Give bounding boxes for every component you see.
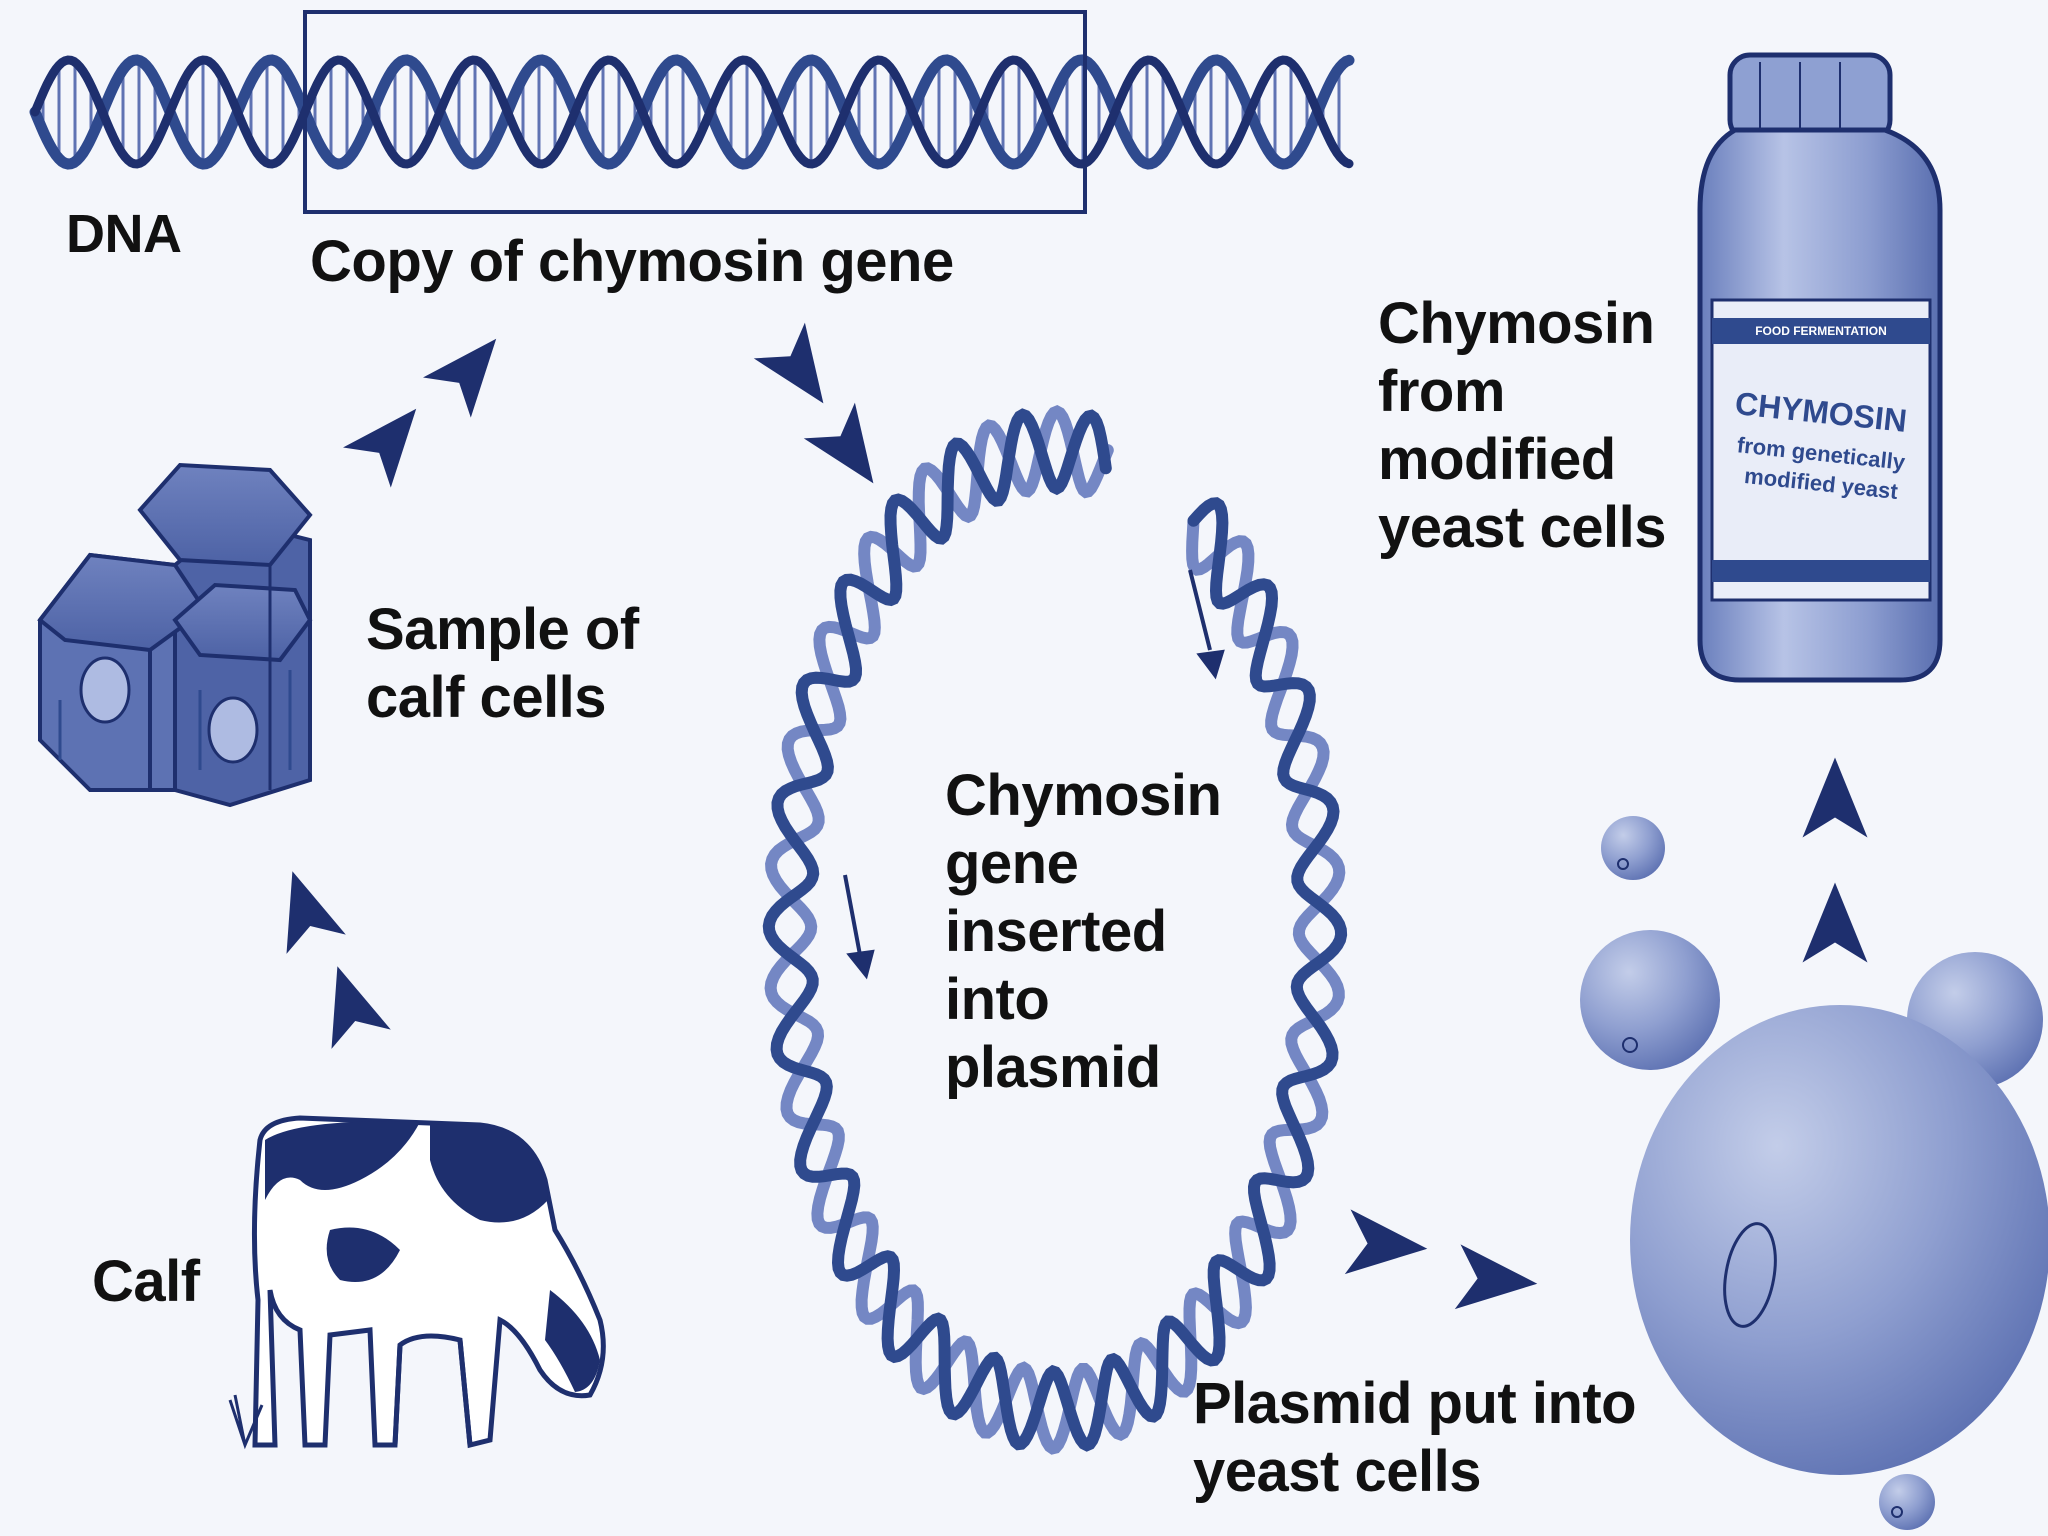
label-copy-of-chymosin-gene: Copy of chymosin gene bbox=[310, 229, 954, 294]
label-plasmid-line-2: yeast cells bbox=[1193, 1439, 1481, 1504]
label-product-line-3: modified bbox=[1378, 427, 1616, 492]
calf-illustration bbox=[228, 1115, 606, 1450]
chymosin-bottle bbox=[1697, 52, 1943, 683]
label-plasmid-line-1: Plasmid put into bbox=[1193, 1371, 1637, 1436]
label-inserted-line-3: inserted bbox=[945, 899, 1167, 964]
gene-highlight-box bbox=[303, 10, 1087, 214]
label-sample-line-1: Sample of bbox=[366, 597, 639, 662]
label-product-line-1: Chymosin bbox=[1378, 291, 1655, 356]
label-calf: Calf bbox=[92, 1249, 200, 1314]
dna-helix bbox=[29, 54, 1355, 170]
calf-cells-illustration bbox=[37, 462, 313, 808]
label-sample-line-2: calf cells bbox=[366, 665, 607, 730]
label-inserted-line-4: into bbox=[945, 967, 1050, 1032]
label-plasmid-put-into-yeast: Plasmid put into yeast cells bbox=[1193, 1370, 1637, 1506]
bottle-label-top-band: FOOD FERMENTATION bbox=[1755, 324, 1887, 338]
plasmid-ring bbox=[762, 404, 1348, 1455]
label-gene-inserted-into-plasmid: Chymosin gene inserted into plasmid bbox=[945, 762, 1222, 1102]
label-chymosin-from-modified-yeast: Chymosin from modified yeast cells bbox=[1378, 290, 1666, 562]
label-sample-of-calf-cells: Sample of calf cells bbox=[366, 596, 639, 732]
insertion-arrows bbox=[843, 569, 1225, 980]
label-product-line-2: from bbox=[1378, 359, 1505, 424]
label-dna: DNA bbox=[66, 204, 182, 264]
label-inserted-line-5: plasmid bbox=[945, 1035, 1161, 1100]
yeast-cells-illustration bbox=[1580, 816, 2048, 1530]
label-inserted-line-2: gene bbox=[945, 831, 1079, 896]
process-arrows bbox=[286, 322, 1868, 1310]
label-product-line-4: yeast cells bbox=[1378, 495, 1666, 560]
label-inserted-line-1: Chymosin bbox=[945, 763, 1222, 828]
